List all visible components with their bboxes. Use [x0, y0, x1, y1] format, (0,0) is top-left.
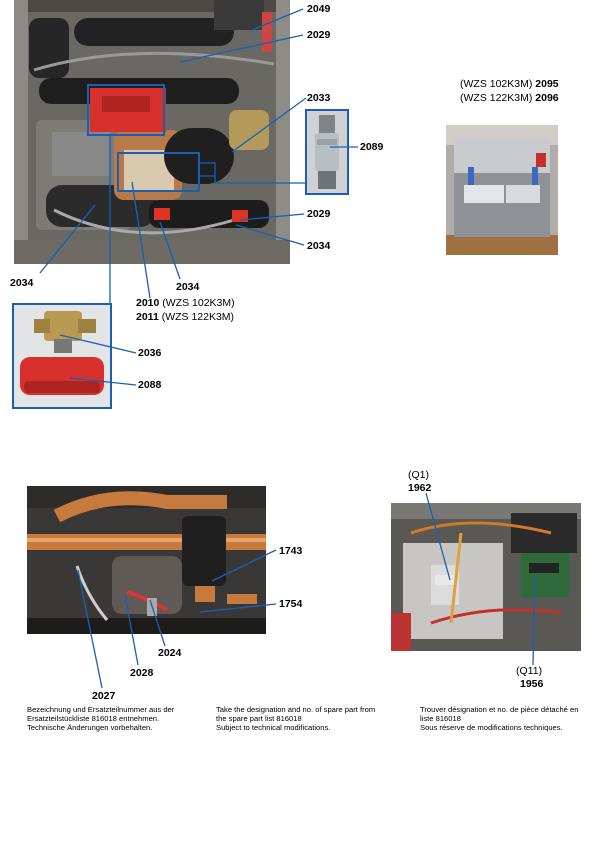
note-en-line3: Subject to technical modifications. — [216, 723, 331, 732]
note-en-line2: the spare part list 816018 — [216, 714, 302, 723]
part-label-2028: 2028 — [130, 667, 154, 679]
sensor-detail-photo — [305, 109, 349, 195]
model-2095: (WZS 102K3M) — [460, 78, 536, 90]
part-label-2027: 2027 — [92, 690, 116, 702]
part-label-2011: 2011 (WZS 122K3M) — [136, 311, 234, 323]
note-de-line3: Technische Änderungen vorbehalten. — [27, 723, 153, 732]
part-label-2034-right: 2034 — [307, 240, 331, 252]
q1-label: (Q1) — [408, 469, 429, 481]
part-label-2036: 2036 — [138, 347, 162, 359]
part-label-2049: 2049 — [307, 3, 331, 15]
part-label-2034-left: 2034 — [10, 277, 34, 289]
part-label-2029-top: 2029 — [307, 29, 331, 41]
sensor-callout-frame — [117, 152, 200, 192]
part-label-1743: 1743 — [279, 545, 303, 557]
q11-label: (Q11) — [516, 665, 543, 677]
part-label-2033: 2033 — [307, 92, 331, 104]
note-english: Take the designation and no. of spare pa… — [216, 705, 375, 732]
part-label-2010: 2010 (WZS 102K3M) — [136, 297, 235, 309]
part-label-2029-right: 2029 — [307, 208, 331, 220]
note-de-line1: Bezeichnung und Ersatzteilnummer aus der — [27, 705, 175, 714]
note-french: Trouver désignation et no. de pièce déta… — [420, 705, 578, 732]
receiver-unit-photo — [446, 125, 558, 255]
note-fr-line2: liste 816018 — [420, 714, 461, 723]
part-label-1962: 1962 — [408, 482, 432, 494]
note-en-line1: Take the designation and no. of spare pa… — [216, 705, 376, 714]
compressor-closeup-photo — [27, 486, 266, 634]
note-fr-line3: Sous réserve de modifications techniques… — [420, 723, 563, 732]
part-number-2096: 2096 — [535, 92, 559, 104]
note-german: Bezeichnung und Ersatzteilnummer aus der… — [27, 705, 174, 732]
model-2096: (WZS 122K3M) — [460, 92, 536, 104]
part-number-2010: 2010 — [136, 297, 160, 309]
part-label-1754: 1754 — [279, 598, 303, 610]
part-label-2096: (WZS 122K3M) 2096 — [460, 92, 559, 104]
note-de-line2: Ersatzteilstückliste 816018 entnehmen. — [27, 714, 160, 723]
part-label-2024: 2024 — [158, 647, 182, 659]
note-fr-line1: Trouver désignation et no. de pièce déta… — [420, 705, 579, 714]
part-label-2095: (WZS 102K3M) 2095 — [460, 78, 559, 90]
part-number-2095: 2095 — [535, 78, 559, 90]
part-number-2011: 2011 — [136, 311, 159, 323]
electrical-box-photo — [391, 503, 581, 651]
model-2011: (WZS 122K3M) — [158, 311, 235, 323]
model-2010: (WZS 102K3M) — [159, 297, 235, 309]
actuator-callout-frame — [87, 84, 165, 136]
part-label-2089: 2089 — [360, 141, 384, 153]
part-label-2034-center: 2034 — [176, 281, 200, 293]
part-label-2088: 2088 — [138, 379, 162, 391]
part-label-1956: 1956 — [520, 678, 544, 690]
valve-actuator-photo — [12, 303, 112, 409]
